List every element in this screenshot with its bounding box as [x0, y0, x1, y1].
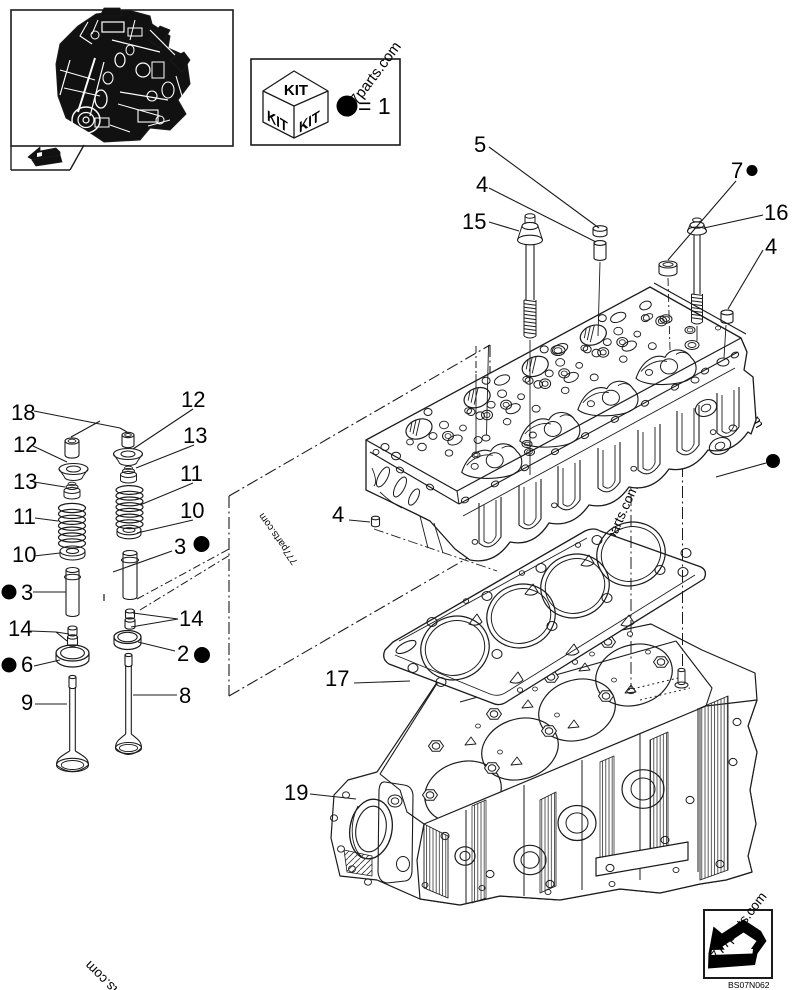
svg-text:14: 14 — [179, 606, 203, 631]
svg-text:3: 3 — [21, 580, 33, 605]
svg-text:4: 4 — [765, 234, 777, 259]
svg-text:12: 12 — [13, 432, 37, 457]
svg-text:12: 12 — [181, 387, 205, 412]
svg-text:15: 15 — [462, 209, 486, 234]
svg-text:14: 14 — [8, 616, 32, 641]
svg-text:19: 19 — [284, 780, 308, 805]
svg-text:10: 10 — [180, 498, 204, 523]
svg-text:BS07N062: BS07N062 — [728, 980, 770, 990]
svg-text:7: 7 — [731, 158, 743, 183]
svg-text:= 1: = 1 — [358, 93, 391, 119]
svg-text:KIT: KIT — [284, 82, 308, 99]
svg-text:9: 9 — [21, 690, 33, 715]
svg-text:18: 18 — [11, 400, 35, 425]
svg-text:11: 11 — [180, 461, 203, 486]
svg-text:10: 10 — [12, 542, 36, 567]
svg-text:11: 11 — [13, 504, 36, 529]
svg-text:3: 3 — [174, 534, 186, 559]
svg-text:8: 8 — [179, 683, 191, 708]
svg-text:4: 4 — [332, 502, 344, 527]
svg-text:16: 16 — [764, 200, 788, 225]
svg-text:5: 5 — [474, 132, 486, 157]
svg-text:6: 6 — [21, 652, 33, 677]
svg-text:4: 4 — [476, 172, 488, 197]
svg-text:17: 17 — [325, 666, 349, 691]
svg-text:2: 2 — [177, 641, 189, 666]
svg-text:13: 13 — [13, 469, 37, 494]
svg-text:13: 13 — [183, 423, 207, 448]
